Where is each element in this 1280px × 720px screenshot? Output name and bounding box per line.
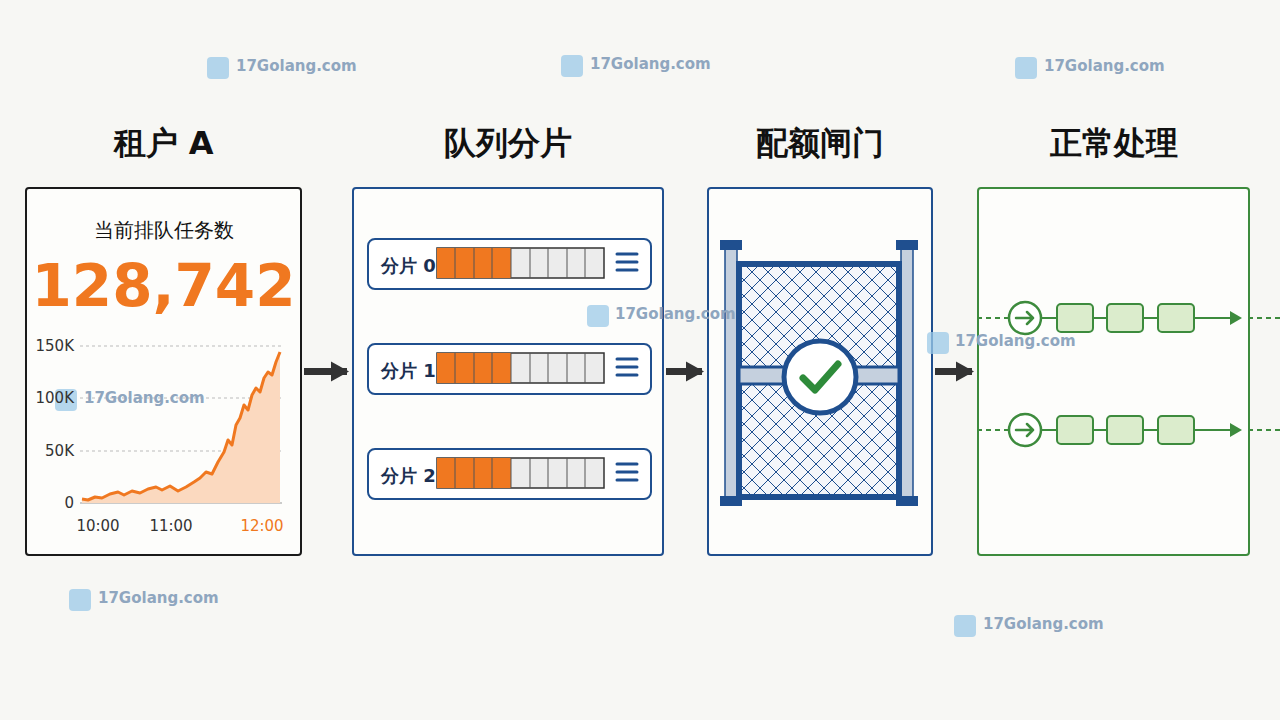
watermark-icon: [927, 332, 949, 354]
watermark: 17Golang.com: [590, 56, 711, 73]
panel-box: 分片 0分片 1分片 2队列分片: [352, 187, 664, 556]
watermark-icons: [55, 55, 1037, 637]
post-cap: [720, 496, 742, 506]
chart-line: [82, 352, 280, 500]
menu-icon: [617, 464, 637, 480]
process-lane: [977, 414, 1280, 446]
flow-arrow: [304, 368, 347, 375]
bar-fill: [437, 353, 511, 383]
shard-bar: [437, 248, 637, 278]
watermark: 17Golang.com: [1044, 58, 1165, 75]
lane-entry: [1009, 414, 1041, 446]
task-block: [1107, 416, 1143, 444]
shard-bar: [437, 353, 637, 383]
shard-label: 分片 1: [381, 361, 436, 381]
task-block: [1107, 304, 1143, 332]
grid-line: [80, 346, 282, 347]
panel-heading: 正常处理: [1050, 126, 1178, 161]
watermark: 17Golang.com: [983, 616, 1104, 633]
watermark-icon: [1015, 57, 1037, 79]
shard-bars: [437, 248, 637, 488]
bar-fill: [437, 248, 511, 278]
gate-frame: [739, 264, 899, 497]
task-block: [1057, 416, 1093, 444]
bar-cells: [455, 458, 585, 488]
panel-heading: 配额闸门: [756, 126, 884, 161]
gate-post: [725, 248, 737, 503]
watermark-icon: [954, 615, 976, 637]
task-block: [1158, 416, 1194, 444]
watermark-icon: [207, 57, 229, 79]
axis-line: [80, 503, 282, 504]
grid-line: [80, 451, 282, 452]
menu-icon: [617, 254, 637, 270]
shard-box: 分片 1: [367, 343, 652, 395]
pass-badge: [784, 341, 856, 413]
bar-track: [437, 353, 604, 383]
shard-bar: [437, 458, 637, 488]
menu-icon: [617, 359, 637, 375]
gate-post: [901, 248, 913, 503]
gate-bar: [739, 367, 899, 384]
quota-gate: [720, 240, 918, 506]
bar-track: [437, 248, 604, 278]
lane-dash: [977, 317, 1008, 319]
grid-line: [80, 398, 282, 399]
flow-arrow: [935, 368, 972, 375]
lane-entry: [1009, 302, 1041, 334]
watermark: 17Golang.com: [98, 590, 219, 607]
flow-arrow: [666, 368, 702, 375]
shard-box: 分片 2: [367, 448, 652, 500]
bar-fill: [437, 458, 511, 488]
lane-head: [1230, 423, 1242, 437]
watermark-icon: [69, 589, 91, 611]
panel-heading: 队列分片: [444, 126, 572, 161]
watermark-icon: [587, 305, 609, 327]
panel-box: 正常处理: [977, 187, 1250, 556]
lane-dash: [1248, 317, 1280, 319]
process-lanes: [977, 302, 1280, 446]
entry-arrow: [1016, 312, 1033, 324]
panel-heading: 租户 A: [114, 126, 214, 161]
watermark-icon: [55, 389, 77, 411]
watermark-icon: [561, 55, 583, 77]
post-cap: [720, 240, 742, 250]
check-mark: [803, 364, 838, 390]
lane-dash: [1248, 429, 1280, 431]
post-cap: [896, 240, 918, 250]
bar-cells: [455, 248, 585, 278]
entry-arrow: [1016, 424, 1033, 436]
task-block: [1158, 304, 1194, 332]
panel-box: 租户 A当前排队任务数128,742: [25, 187, 302, 556]
queue-chart: [80, 346, 282, 503]
lane-line: [1041, 429, 1236, 431]
task-block: [1057, 304, 1093, 332]
shard-box: 分片 0: [367, 238, 652, 290]
process-lane: [977, 302, 1280, 334]
metric-label: 当前排队任务数: [94, 219, 234, 241]
shard-label: 分片 0: [381, 256, 436, 276]
bar-track: [437, 458, 604, 488]
chart-area: [82, 352, 280, 503]
watermark: 17Golang.com: [236, 58, 357, 75]
shard-label: 分片 2: [381, 466, 436, 486]
lane-head: [1230, 311, 1242, 325]
post-cap: [896, 496, 918, 506]
metric-value: 128,742: [31, 255, 295, 319]
lane-line: [1041, 317, 1236, 319]
lane-dash: [977, 429, 1008, 431]
panel-box: 配额闸门: [707, 187, 933, 556]
bar-cells: [455, 353, 585, 383]
